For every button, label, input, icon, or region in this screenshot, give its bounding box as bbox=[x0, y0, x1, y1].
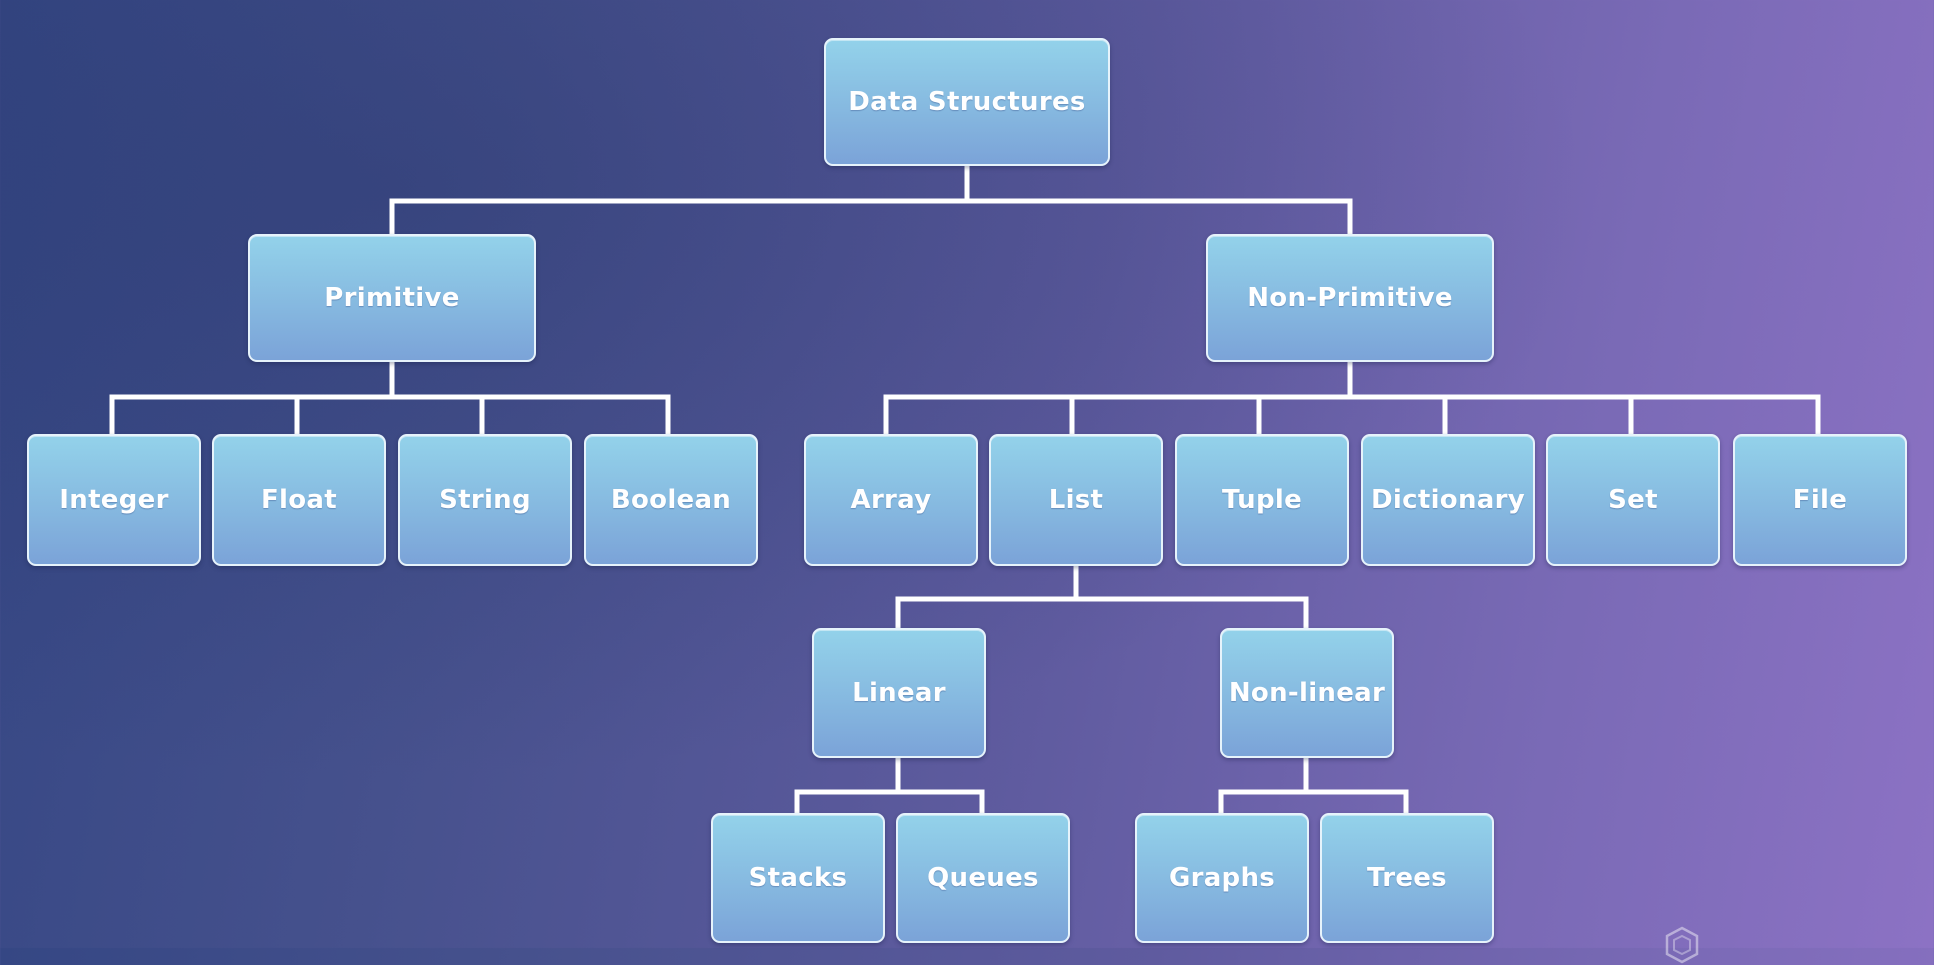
node-non-linear: Non-linear bbox=[1220, 628, 1394, 758]
node-dictionary: Dictionary bbox=[1361, 434, 1535, 566]
node-trees: Trees bbox=[1320, 813, 1494, 943]
node-graphs: Graphs bbox=[1135, 813, 1309, 943]
node-tuple: Tuple bbox=[1175, 434, 1349, 566]
node-file: File bbox=[1733, 434, 1907, 566]
node-float: Float bbox=[212, 434, 386, 566]
node-array: Array bbox=[804, 434, 978, 566]
node-queues: Queues bbox=[896, 813, 1070, 943]
node-non-primitive: Non-Primitive bbox=[1206, 234, 1494, 362]
node-string: String bbox=[398, 434, 572, 566]
node-boolean: Boolean bbox=[584, 434, 758, 566]
node-set: Set bbox=[1546, 434, 1720, 566]
logo-mark-icon bbox=[1665, 926, 1699, 964]
node-data-structures: Data Structures bbox=[824, 38, 1110, 166]
node-primitive: Primitive bbox=[248, 234, 536, 362]
node-list: List bbox=[989, 434, 1163, 566]
node-integer: Integer bbox=[27, 434, 201, 566]
node-stacks: Stacks bbox=[711, 813, 885, 943]
node-linear: Linear bbox=[812, 628, 986, 758]
